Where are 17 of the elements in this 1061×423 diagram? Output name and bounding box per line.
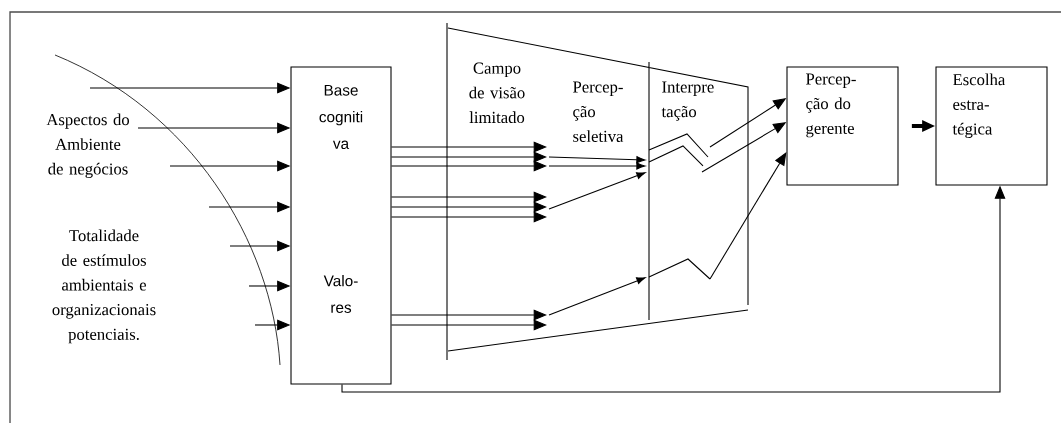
arrow [391, 160, 547, 172]
process-box: Base cogniti va Valo- res [290, 66, 392, 385]
arrow [391, 151, 547, 163]
label-text: Campo de visão limitado [469, 62, 525, 124]
label-text: Percep- ção seletiva [573, 81, 624, 142]
label-text: Aspectos do Ambiente de negócios [46, 113, 130, 178]
arrow [391, 191, 547, 203]
arrow [391, 201, 547, 213]
arrow [709, 152, 787, 280]
process-box: Percep- ção do gerente [786, 66, 899, 186]
arrow [391, 211, 547, 223]
arrow [391, 141, 547, 153]
label-text: Interpre tação [661, 81, 714, 121]
arrow [391, 319, 547, 331]
process-box: Escolha estra- tégica [935, 66, 1048, 186]
arrow [391, 309, 547, 321]
label-text: Totalidade de estímulos ambientais e organizacionais potenciais. [52, 229, 156, 344]
